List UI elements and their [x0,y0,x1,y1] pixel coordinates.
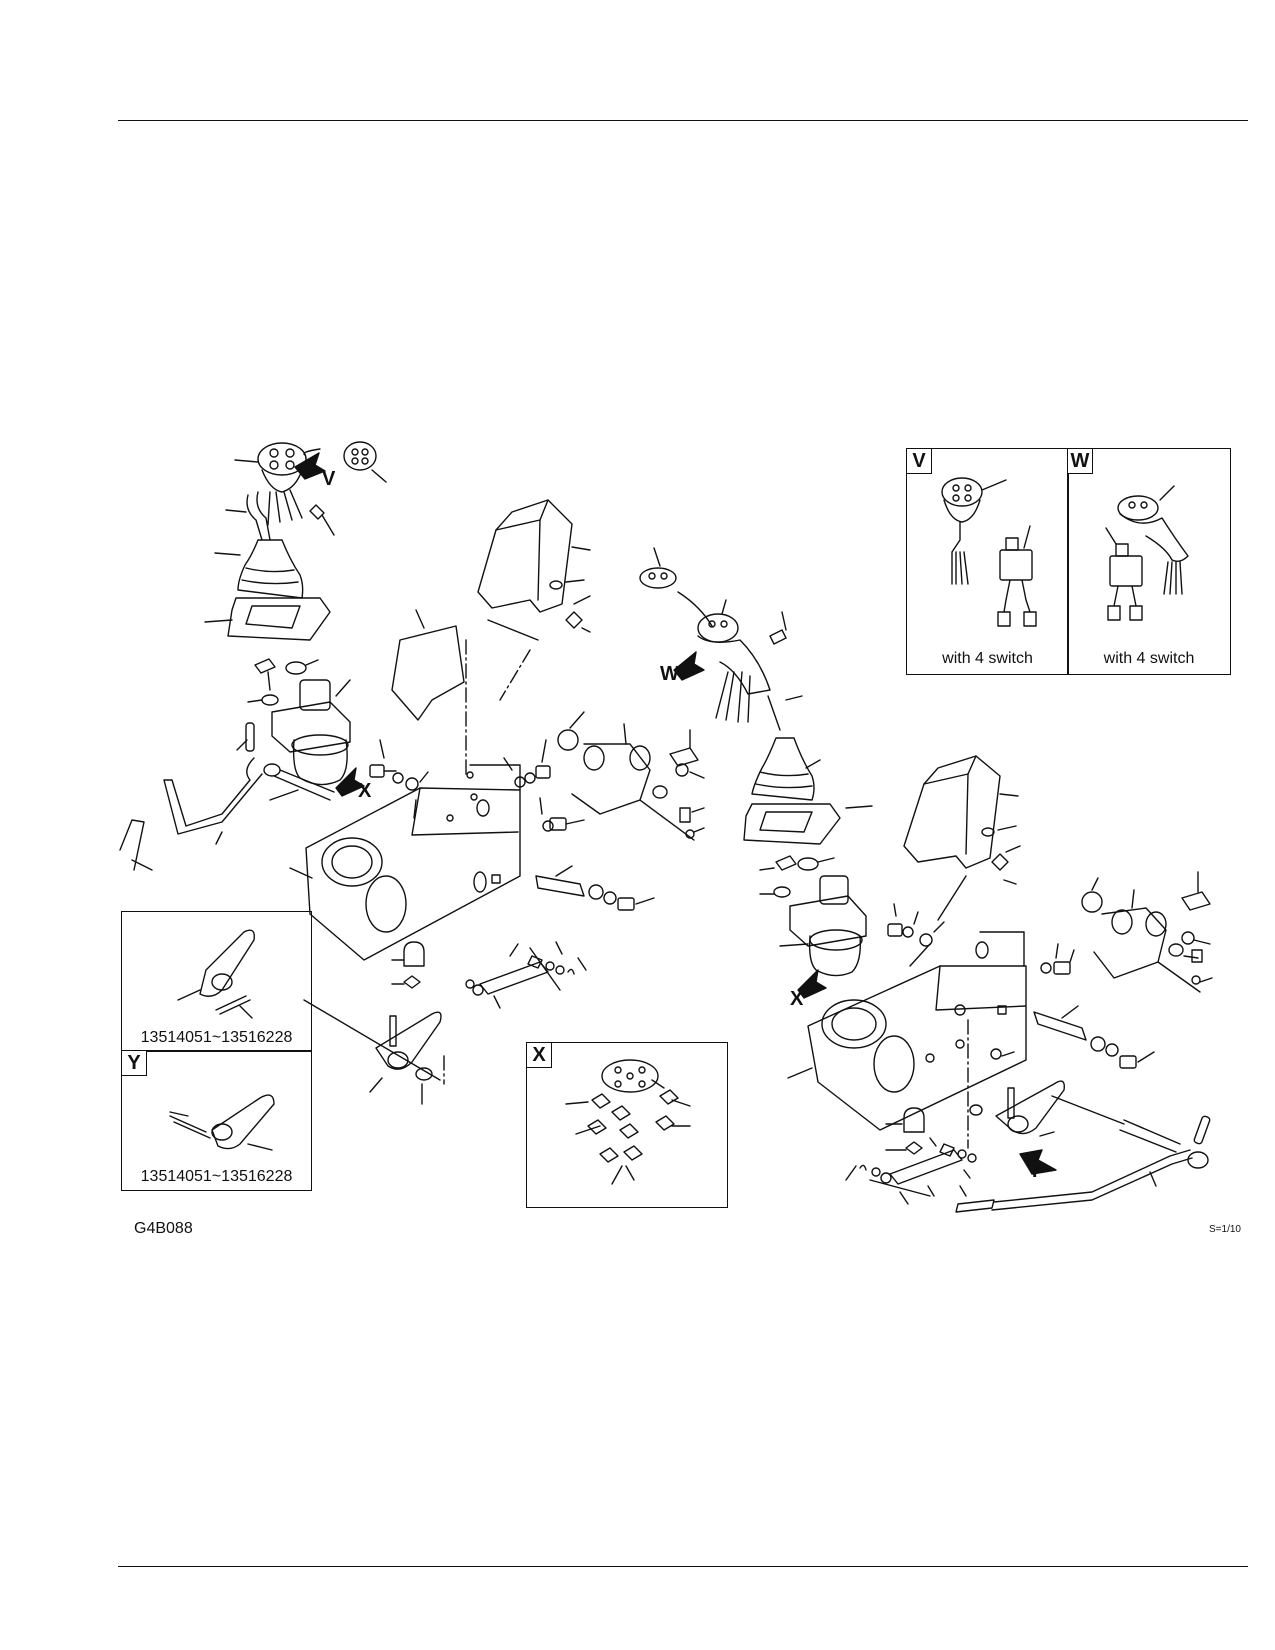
callout-w: W [660,663,679,685]
right-support-bracket [1081,871,1213,993]
left-lower-link [303,941,445,1105]
inset-w-caption: with 4 switch [1103,650,1195,667]
arrow-w-icon [673,651,705,681]
left-console-bracket [289,764,521,961]
x-fittings-drawing [565,1059,691,1185]
right-switch-grip [639,547,803,731]
inset-v-letter: V [906,448,932,474]
y-upper-lever-drawing [177,929,255,1019]
inset-y: Y 13514051~13516228 [121,1050,312,1191]
callout-x-left: X [358,780,372,802]
callout-v: V [322,468,336,490]
header-rule [118,120,1248,121]
footer-rule [118,1566,1248,1567]
left-spring-rod [465,941,587,1009]
arrow-x-left-icon [335,767,365,797]
arrow-y-icon [1019,1149,1057,1175]
left-armrest [391,499,591,777]
left-fasteners [369,739,655,911]
right-hand-lever [955,1095,1211,1213]
inset-y-letter: Y [121,1050,147,1076]
left-switch-grip [234,441,387,493]
right-spring-rod [845,1137,977,1205]
right-armrest [903,755,1021,921]
left-hand-lever [119,722,335,871]
inset-v-caption: with 4 switch [942,650,1033,667]
left-support-bracket [557,711,705,841]
left-pilot-valve [247,658,351,786]
v-inset-drawing [941,477,1037,627]
right-joystick-boot [743,737,873,845]
y-lower-lever-drawing [169,1094,275,1151]
inset-y-upper-caption: 13514051~13516228 [140,1029,293,1046]
inset-x-letter: X [526,1042,552,1068]
arrow-v-icon [294,452,326,480]
inset-y-upper: 13514051~13516228 [121,911,312,1052]
right-console-bracket [787,931,1027,1149]
scale-label: S=1/10 [1209,1224,1241,1235]
arrow-x-right-icon [797,969,827,999]
right-pilot-valve [759,855,867,977]
left-joystick-handle [204,489,335,641]
callout-y: Y [1028,1160,1042,1182]
inset-y-caption: 13514051~13516228 [140,1168,293,1185]
figure-code: G4B088 [134,1220,193,1237]
inset-w: W with 4 switch [1067,448,1231,675]
callout-x-right: X [790,988,804,1010]
w-inset-drawing [1105,485,1189,621]
right-lower-link [885,1080,1065,1155]
inset-x: X [526,1042,728,1208]
right-fasteners [887,903,1155,1069]
inset-v: V with 4 switch [906,448,1069,675]
inset-w-letter: W [1067,448,1093,474]
